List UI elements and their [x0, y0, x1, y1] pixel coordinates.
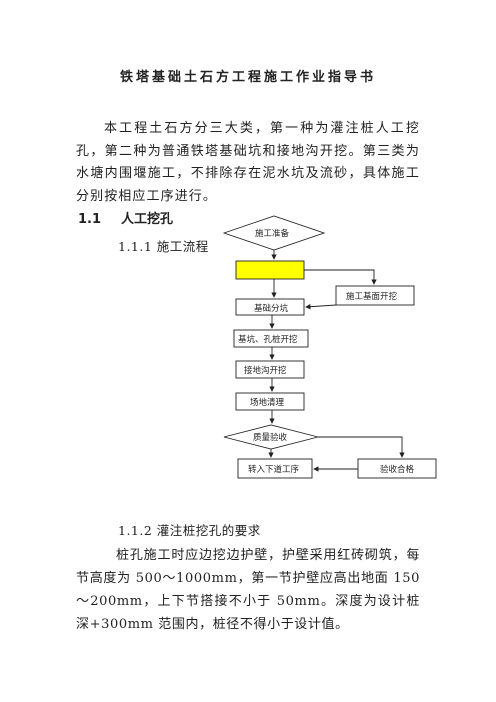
next-process-box	[237, 458, 313, 479]
section-number: 1.1	[78, 212, 102, 227]
foundation-excavation-box	[335, 285, 415, 306]
layout-box	[235, 298, 305, 316]
blank-box	[235, 260, 305, 280]
pit-excavation-label: 基坑、孔桩开挖	[238, 334, 298, 345]
intro-paragraph: 本工程土石方分三大类，第一种为灌注桩人工挖孔，第二种为普通铁塔基础坑和接地沟开挖…	[76, 121, 420, 204]
document-title: 铁塔基础土石方工程施工作业指导书	[119, 70, 376, 85]
ground-trench-box	[235, 360, 305, 379]
site-cleanup-label: 场地清理	[250, 397, 285, 408]
requirements-paragraph: 桩孔施工时应边挖边护壁，护壁采用红砖砌筑，每节高度为 500～1000mm，第一…	[76, 548, 420, 632]
subsection-heading-1-1-1: 1.1.1 施工流程	[118, 239, 209, 254]
ground-trench-label: 接地沟开挖	[244, 365, 287, 376]
next-process-label: 转入下道工序	[248, 464, 300, 475]
accepted-label: 验收合格	[380, 464, 415, 475]
quality-check-label: 质量验收	[253, 432, 288, 443]
layout-label: 基础分坑	[254, 303, 289, 314]
pit-excavation-box	[233, 329, 309, 348]
accepted-box	[357, 458, 437, 479]
site-cleanup-box	[235, 392, 305, 411]
section-heading-1-1: 1.1 人工挖孔	[78, 208, 173, 227]
section-title: 人工挖孔	[121, 212, 174, 227]
foundation-excavation-label: 施工基面开挖	[346, 291, 398, 302]
subsection-heading-1-1-2: 1.1.2 灌注桩挖孔的要求	[118, 523, 261, 538]
start-diamond	[222, 215, 326, 251]
start-label: 施工准备	[255, 228, 290, 239]
